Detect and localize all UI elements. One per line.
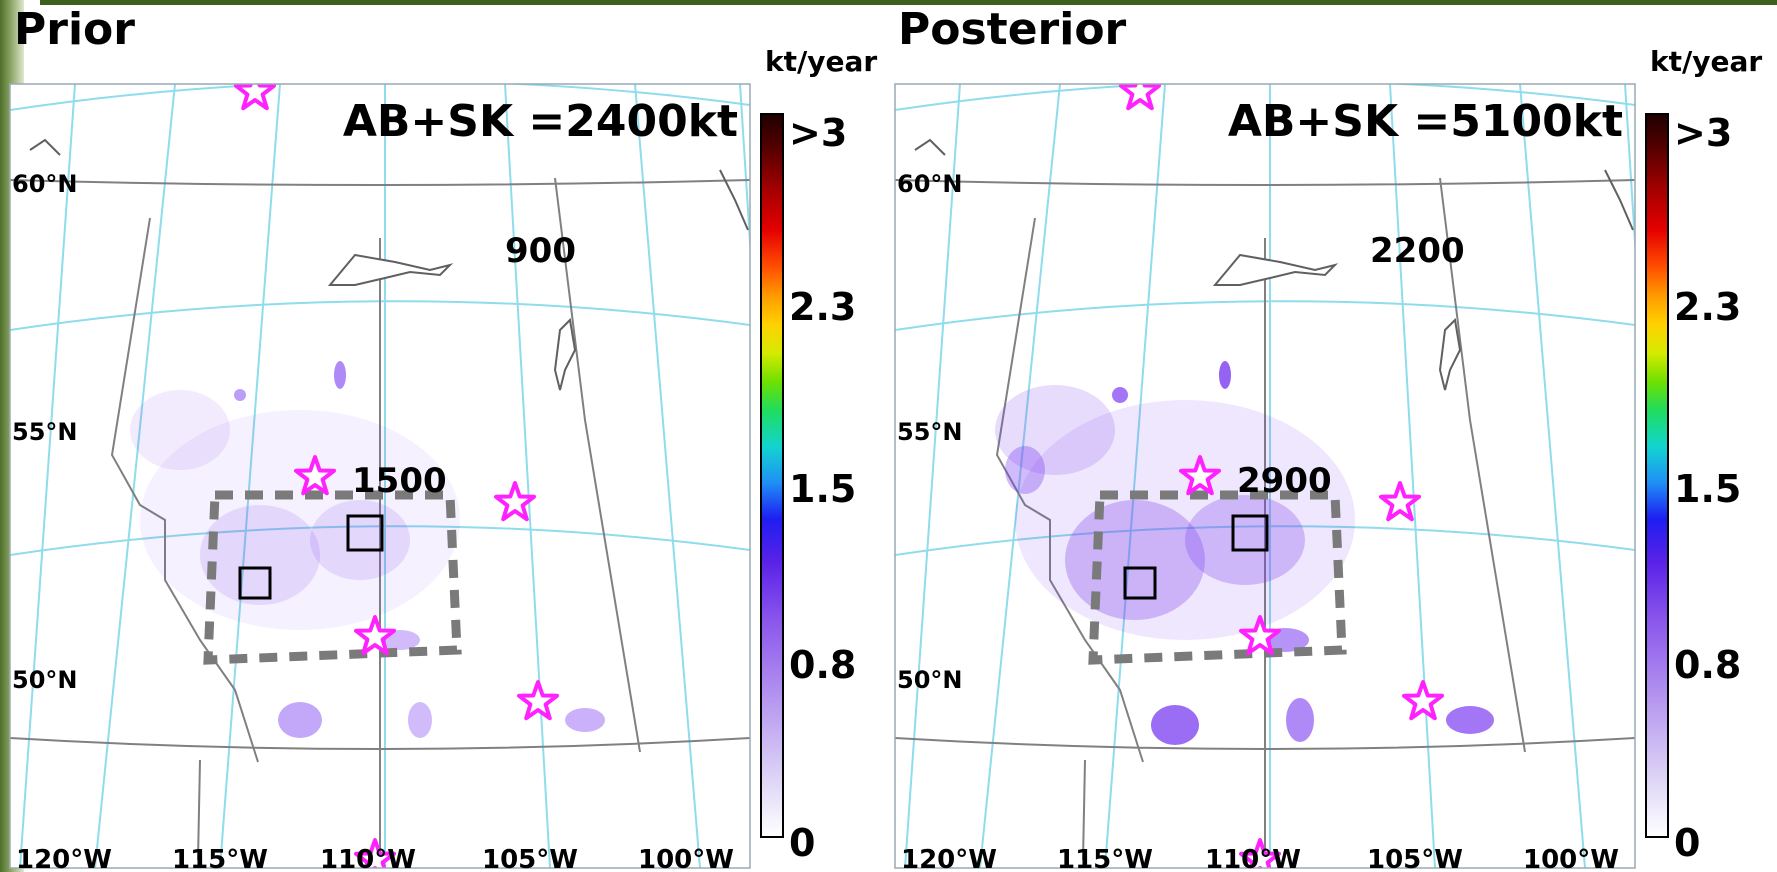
lon-label-115w: 115°W <box>172 845 268 872</box>
dashed-study-region <box>1088 490 1347 665</box>
posterior-colorbar <box>1645 113 1669 838</box>
prior-colorbar-tick-zero: 0 <box>789 821 816 865</box>
lat-label-55n: 55°N <box>12 418 77 446</box>
prior-colorbar-unit: kt/year <box>765 45 878 78</box>
star-marker <box>517 680 559 721</box>
lat-label-50n: 50°N <box>897 666 962 694</box>
prior-colorbar-tick-0-8: 0.8 <box>789 643 857 687</box>
posterior-colorbar-tick-max: >3 <box>1674 111 1733 155</box>
lon-label-100w: 100°W <box>1523 845 1619 872</box>
lon-label-115w: 115°W <box>1057 845 1153 872</box>
star-marker <box>1239 838 1281 868</box>
star-markers <box>234 84 559 868</box>
site-box <box>346 514 384 552</box>
star-marker <box>234 84 276 111</box>
posterior-colorbar-tick-1-5: 1.5 <box>1674 467 1742 511</box>
lon-label-110w: 110°W <box>320 845 416 872</box>
star-marker <box>494 481 536 522</box>
star-marker <box>1239 615 1281 656</box>
decorative-top-line <box>40 0 1777 5</box>
posterior-panel-title: Posterior <box>898 4 1127 55</box>
prior-region-value-south: 1500 <box>352 461 447 501</box>
lat-label-60n: 60°N <box>12 170 77 198</box>
prior-total-label: AB+SK =2400kt <box>343 96 738 147</box>
posterior-total-label: AB+SK =5100kt <box>1228 96 1623 147</box>
posterior-map: 60°N 55°N 50°N 120°W 115°W 110°W 105°W 1… <box>894 83 1636 872</box>
site-box <box>238 566 272 600</box>
map-frame <box>894 83 1636 869</box>
star-marker <box>1402 680 1444 721</box>
posterior-colorbar-tick-0-8: 0.8 <box>1674 643 1742 687</box>
star-marker <box>354 615 396 656</box>
borders <box>895 177 1635 861</box>
prior-region-value-north: 900 <box>505 231 576 271</box>
posterior-region-value-south: 2900 <box>1237 461 1332 501</box>
enhancement-field <box>130 361 605 738</box>
lon-label-105w: 105°W <box>482 845 578 872</box>
posterior-colorbar-tick-2-3: 2.3 <box>1674 285 1742 329</box>
star-marker <box>1119 84 1161 111</box>
lat-label-55n: 55°N <box>897 418 962 446</box>
lat-label-60n: 60°N <box>897 170 962 198</box>
prior-map: 60°N 55°N 50°N 120°W 115°W 110°W 105°W 1… <box>9 83 751 872</box>
prior-colorbar-tick-1-5: 1.5 <box>789 467 857 511</box>
lon-label-100w: 100°W <box>638 845 734 872</box>
posterior-colorbar-unit: kt/year <box>1650 45 1763 78</box>
lon-label-105w: 105°W <box>1367 845 1463 872</box>
lon-label-110w: 110°W <box>1205 845 1301 872</box>
site-box <box>1231 514 1269 552</box>
posterior-colorbar-tick-zero: 0 <box>1674 821 1701 865</box>
site-box <box>1123 566 1157 600</box>
prior-colorbar-tick-2-3: 2.3 <box>789 285 857 329</box>
prior-panel-title: Prior <box>14 4 135 55</box>
prior-colorbar <box>760 113 784 838</box>
star-markers <box>1119 84 1444 868</box>
star-marker <box>1179 455 1221 496</box>
map-frame <box>9 83 751 869</box>
lon-label-120w: 120°W <box>901 845 997 872</box>
star-marker <box>354 838 396 868</box>
star-marker <box>294 455 336 496</box>
lon-label-120w: 120°W <box>16 845 112 872</box>
dashed-study-region <box>203 490 462 665</box>
lakes <box>29 138 749 391</box>
graticule <box>10 84 750 868</box>
prior-colorbar-tick-max: >3 <box>789 111 848 155</box>
star-marker <box>1379 481 1421 522</box>
posterior-region-value-north: 2200 <box>1370 231 1465 271</box>
enhancement-field <box>995 361 1494 745</box>
lakes <box>914 138 1634 391</box>
lat-label-50n: 50°N <box>12 666 77 694</box>
